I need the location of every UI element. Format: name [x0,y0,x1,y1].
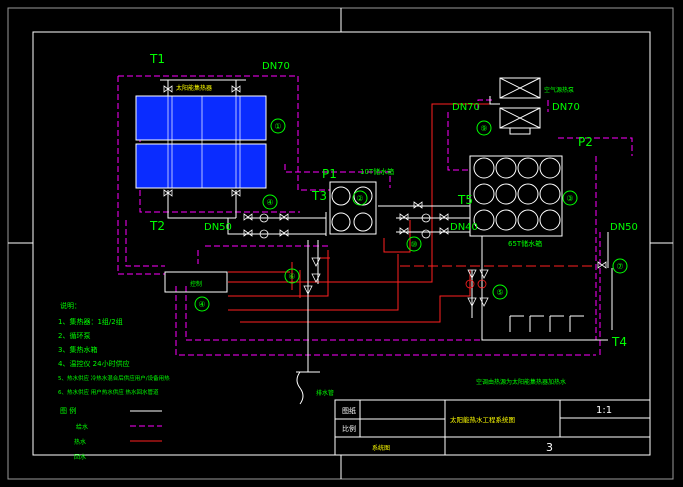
notes-title: 说明： [60,301,81,310]
note-line-2: 2、循环泵 [58,331,90,340]
label-collector: 太阳能集热器 [176,84,212,92]
callout-3: ③ [566,194,573,203]
label-tank65: 65T储水箱 [508,239,542,248]
note-line-4: 4、温控仪 24小时供应 [58,359,130,368]
label-t1: T1 [149,52,165,66]
callout-10: ⑩ [410,240,417,249]
legend-lines [130,410,162,442]
label-dn70-mid: DN70 [452,102,480,113]
label-dn50-left: DN50 [204,222,232,233]
label-dn50-right: DN50 [610,222,638,233]
callout-5: ⑤ [496,288,503,297]
callout-4b: ④ [198,300,205,309]
label-heatpump: 空气源热泵 [544,86,574,94]
callout-7: ⑦ [616,262,623,271]
label-t3: T3 [311,189,327,203]
tb-project: 太阳能热水工程系统图 [450,415,515,424]
note-line-5: 5、热水供应 冷热水混合后供应用户/设备用热 [58,374,170,382]
callout-circles [194,118,628,312]
label-drain: 排水管 [316,389,334,397]
diagram-labels: T1 DN70 太阳能集热器 空气源热泵 DN70 DN70 P2 P1 10T… [149,52,638,397]
tb-row2-label: 比例 [342,424,356,433]
heat-pumps [499,77,541,135]
label-t2: T2 [149,219,165,233]
sheet-frame [7,7,674,480]
legend-label-1: 给水 [76,423,88,431]
label-t4: T4 [611,335,627,349]
callout-1: ① [274,122,281,131]
tb-footer: 系统图 [372,444,390,452]
notes-block: 说明： 1、集热器：1组/2组 2、循环泵 3、集热水箱 4、温控仪 24小时供… [58,301,170,461]
callout-6: ⑥ [288,272,295,281]
label-dn70-top: DN70 [262,61,290,72]
return-pipes [228,103,596,323]
tank-65t [469,155,563,237]
label-tank10: 10T储水箱 [360,167,394,176]
controller-box [164,271,228,293]
note-line-3: 3、集热水箱 [58,345,97,354]
title-block [334,399,651,456]
legend-title: 图 例 [60,406,76,415]
callout-2: ② [356,194,363,203]
hot-water-pipes [117,75,633,356]
callout-numbers: ① ④ ② ③ ④ ⑤ ⑥ ⑦ ⑨ ⑩ [198,122,623,309]
label-p1: P1 [322,167,337,181]
title-block-text: 图纸 比例 太阳能热水工程系统图 1:1 3 系统图 [342,405,612,454]
label-controller: 控制 [190,280,202,288]
label-t5: T5 [457,193,473,207]
callout-4a: ④ [266,198,273,207]
valves [163,85,607,307]
label-dn40: DN40 [450,222,478,233]
label-mid-note: 空调由热源为太阳能集热器加热水 [476,378,566,386]
tb-row1-label: 图纸 [342,406,356,415]
tank-10t [329,181,377,235]
label-dn70-right: DN70 [552,102,580,113]
callout-9: ⑨ [480,124,487,133]
solar-collectors [135,95,267,189]
label-p2: P2 [578,135,593,149]
note-line-1: 1、集热器：1组/2组 [58,317,123,326]
tb-sheet-no: 3 [546,441,553,454]
legend-label-2: 热水 [74,438,86,446]
tb-scale: 1:1 [596,405,612,416]
note-line-6: 6、热水供应 用户热水供应 热水回水管道 [58,388,159,396]
legend-label-3: 回水 [74,453,86,461]
